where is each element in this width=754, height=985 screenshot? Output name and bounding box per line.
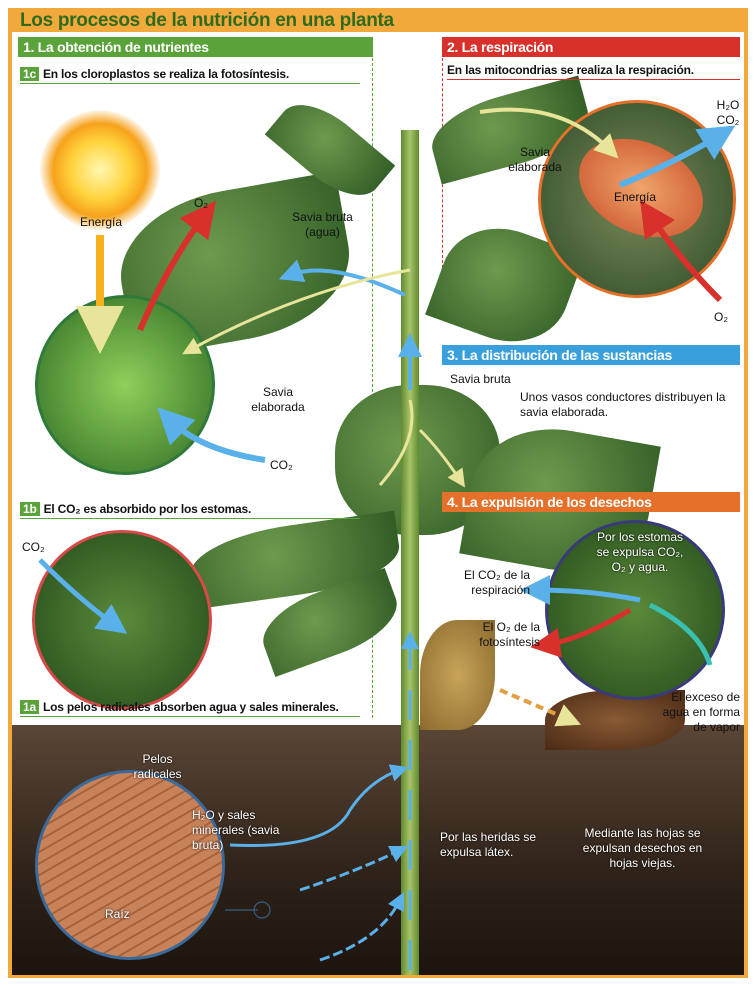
co2-out-arrow (618, 125, 736, 188)
label-vasos: Unos vasos conductores distribuyen la sa… (520, 390, 726, 419)
label-savia-bruta-agua: Savia bruta (agua) (292, 210, 353, 239)
label-o2-fotosintesis: El O₂ de la fotosíntesis (479, 620, 540, 649)
label-o2: O₂ (194, 196, 208, 210)
tag-1b: 1b (20, 502, 40, 516)
root-inset (35, 770, 225, 960)
label-latex: Por las heridas se expulsa látex. (440, 830, 537, 859)
label-savia-elaborada: Savia elaborada (251, 385, 305, 414)
label-estomas: Por los estomas se expulsa CO₂, O₂ y agu… (596, 530, 684, 574)
section-3-header: 3. La distribución de las sustancias (442, 345, 740, 365)
frame (8, 8, 748, 978)
tag-1a: 1a (20, 700, 39, 714)
label-co2-respiracion: El CO₂ de la respiración (463, 568, 530, 597)
section-1-header: 1. La obtención de nutrientes (18, 37, 373, 57)
label-co2: CO₂ (270, 458, 293, 472)
stomata-expulsion-inset (545, 520, 725, 700)
o2-in-arrow (640, 200, 723, 303)
section-4-header: 4. La expulsión de los desechos (442, 492, 740, 512)
sun-icon (40, 110, 160, 230)
section-1b-text: El CO₂ es absorbido por los estomas. (43, 502, 252, 516)
section-1c-text: En los cloroplastos se realiza la fotosí… (42, 67, 289, 81)
label-vapor: El exceso de agua en forma de vapor (662, 690, 740, 734)
label-co2-2: CO₂ (22, 540, 45, 554)
section-2-subheader: En las mitocondrias se realiza la respir… (447, 63, 740, 80)
label-h2o-sales: H₂O y sales minerales (savia bruta) (192, 808, 280, 852)
dying-leaf (420, 620, 495, 730)
label-hojas-viejas: Mediante las hojas se expulsan desechos … (582, 826, 703, 870)
sap-arrow (278, 259, 406, 297)
tag-1c: 1c (20, 67, 39, 81)
label-raiz: Raíz (105, 907, 130, 921)
o2-arrow (137, 200, 217, 332)
divider (372, 58, 373, 718)
page-title: Los procesos de la nutrición en una plan… (8, 8, 748, 32)
chloroplast-inset (35, 295, 215, 475)
label-energia: Energía (80, 215, 123, 229)
sap-arrow (479, 107, 619, 159)
label-energia-2: Energía (614, 190, 657, 204)
label-h2o-co2: H₂O CO₂ (716, 98, 740, 127)
section-1a-text: Los pelos radicales absorben agua y sale… (42, 700, 339, 714)
label-pelos: Pelos radicales (133, 752, 182, 781)
sap-arrow (182, 268, 411, 355)
section-2-header: 2. La respiración (442, 37, 740, 57)
label-o2-2: O₂ (714, 310, 728, 324)
co2-arrow (157, 407, 266, 463)
label-savia-bruta: Savia bruta (450, 372, 511, 386)
label-savia-elaborada-2: Savia elaborada (508, 145, 562, 174)
